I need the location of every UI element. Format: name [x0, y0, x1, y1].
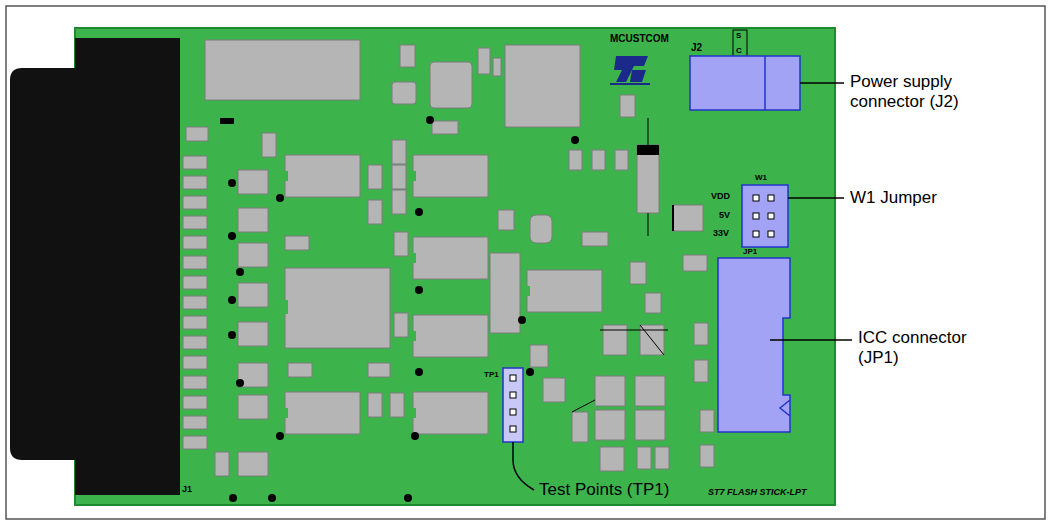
diode-lead	[648, 118, 649, 145]
jumper-ref: W1	[755, 173, 767, 182]
connector-body	[75, 38, 180, 495]
components	[186, 40, 714, 476]
pin-name: 5V	[719, 210, 730, 220]
resistor-array	[183, 156, 207, 449]
component-edge	[672, 205, 674, 231]
vias	[228, 116, 579, 502]
board-marking: S	[736, 31, 741, 40]
test-point-header	[503, 368, 523, 442]
leader-lines	[513, 83, 852, 490]
power-connector	[690, 56, 800, 110]
board-name: ST7 FLASH STICK-LPT	[708, 487, 807, 497]
power-connector	[764, 56, 766, 110]
connector-ref: J2	[691, 42, 702, 54]
ic-packages	[285, 155, 602, 434]
board-marking: C	[736, 46, 742, 55]
st-logo	[614, 56, 648, 82]
connector-ref: J1	[182, 484, 192, 494]
component-mark	[220, 118, 234, 124]
pcb	[75, 28, 835, 505]
trace	[600, 330, 668, 331]
pin-name: VDD	[711, 191, 730, 201]
callout-label: W1 Jumper	[850, 188, 1000, 208]
frame	[6, 6, 1045, 519]
callout-label: Test Points (TP1)	[539, 480, 739, 500]
diode-band	[637, 145, 659, 155]
connector-flange	[10, 68, 75, 460]
connector-ref: JP1	[743, 247, 757, 256]
pin-name: 33V	[713, 228, 729, 238]
jumper-pins	[753, 195, 774, 237]
icc-connector	[718, 258, 790, 432]
st-logo	[630, 70, 646, 82]
callout-label: Power supply connector (J2)	[850, 72, 1000, 111]
test-pins	[510, 375, 516, 432]
test-point-ref: TP1	[484, 370, 499, 379]
diode-lead	[648, 213, 649, 236]
board-marking: MCUSTCOM	[610, 33, 669, 45]
ic-notches	[283, 171, 530, 418]
jumper-header	[742, 185, 788, 247]
callout-label: ICC connector (JP1)	[858, 328, 998, 367]
icc-key	[780, 400, 790, 416]
trace	[572, 400, 595, 412]
trace	[640, 325, 664, 355]
st-logo	[610, 83, 650, 85]
